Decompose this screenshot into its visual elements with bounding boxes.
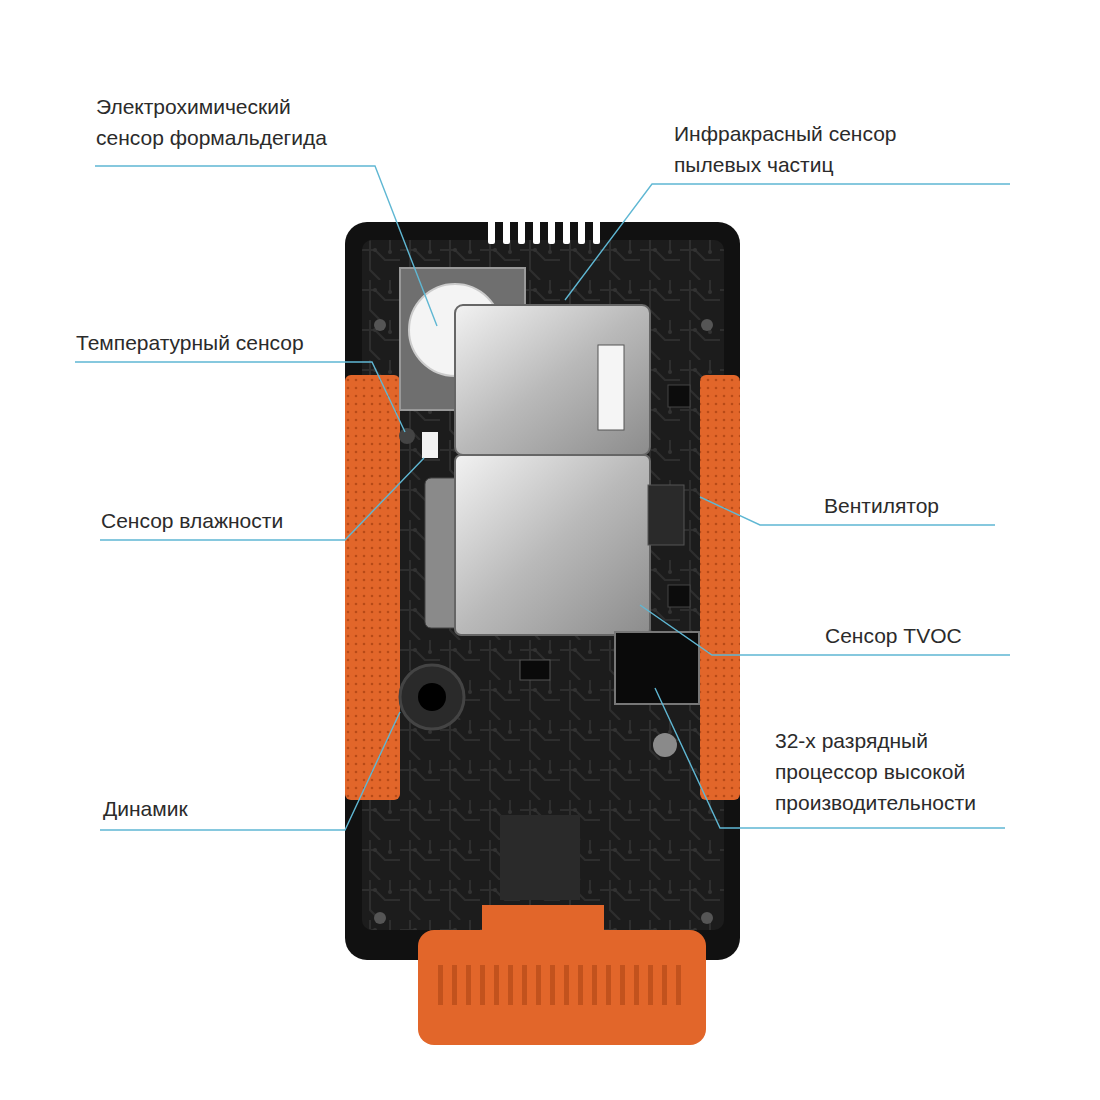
callout-label: Инфракрасный сенсор пылевых частиц (674, 118, 954, 180)
fan-side (648, 485, 684, 545)
connector (520, 660, 550, 680)
callout-label: Электрохимический сенсор формальдегида (96, 91, 356, 153)
button (653, 733, 677, 757)
pcb (362, 240, 724, 930)
top-vent (488, 218, 600, 244)
callout-label: Динамик (103, 793, 303, 824)
humidity-sensor (422, 432, 438, 458)
chip-area (500, 815, 580, 900)
fan (455, 455, 650, 635)
connector (598, 345, 624, 430)
speaker (400, 665, 464, 729)
base (418, 930, 706, 1045)
temperature-sensor (399, 428, 415, 444)
base-vent (438, 965, 681, 1005)
leader-line (75, 166, 1010, 830)
chip (668, 385, 690, 407)
side-grille (700, 375, 740, 800)
dust-sensor (455, 305, 650, 455)
housing (345, 222, 740, 960)
callout-label: 32-х разрядный процессор высокой произво… (775, 725, 1000, 818)
callout-label: Вентилятор (824, 490, 994, 521)
callout-label: Сенсор влажности (101, 505, 341, 536)
callout-label: Сенсор TVOC (825, 620, 1005, 651)
speaker-hole (418, 683, 446, 711)
side-grille (345, 375, 400, 800)
callout-label: Температурный сенсор (76, 327, 376, 358)
chip (668, 585, 690, 607)
